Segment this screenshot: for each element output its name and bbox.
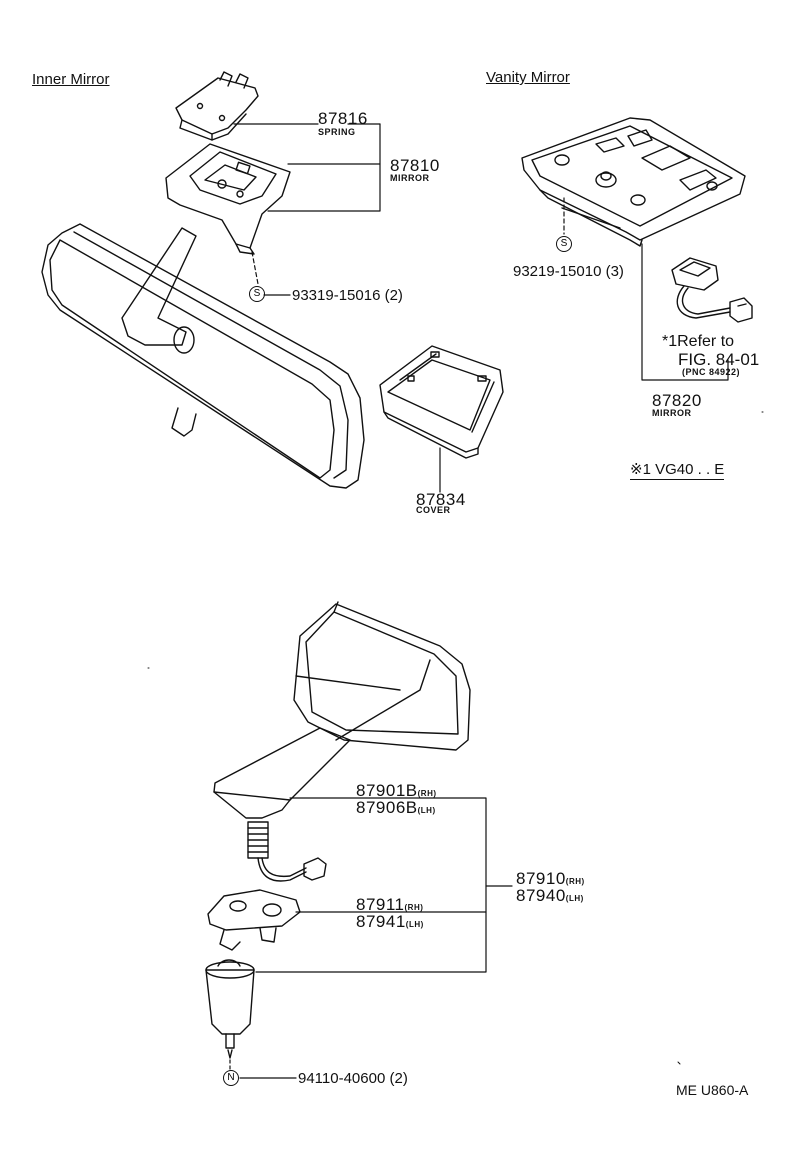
- vanity-harness-drawing: [671, 257, 753, 323]
- s-symbol-93219: S: [556, 236, 572, 252]
- part-number-93219-value: 93219-15010: [513, 263, 602, 280]
- part-side-87901B: (RH): [417, 789, 437, 798]
- part-number-87810: 87810: [390, 156, 440, 175]
- mirror-stem-drawing: [121, 227, 197, 346]
- arm-underside-drawing: [213, 791, 291, 801]
- part-number-94110: 94110-40600 (2): [298, 1071, 408, 1086]
- specks: [147, 411, 764, 1065]
- part-number-87941-value: 87941: [356, 912, 406, 931]
- part-number-94110-value: 94110-40600: [298, 1070, 386, 1087]
- part-name-spring: SPRING: [318, 127, 356, 137]
- variant-footnote: ※1 VG40 . . E: [630, 461, 725, 480]
- part-number-87911: 87911(RH): [356, 896, 423, 913]
- part-number-87910: 87910(RH): [516, 870, 585, 887]
- part-number-93219: 93219-15010 (3): [513, 264, 624, 279]
- part-number-87820: 87820: [652, 391, 702, 410]
- figure-code: ME U860-A: [676, 1082, 749, 1098]
- vanity-mirror-drawing: [521, 117, 746, 247]
- outer-mirror-drawing: [293, 601, 471, 751]
- part-number-87901B-value: 87901B: [356, 781, 418, 800]
- part-number-87940: 87940(LH): [516, 887, 584, 904]
- part-number-87906B-value: 87906B: [356, 798, 418, 817]
- part-qty-94110: (2): [389, 1070, 408, 1087]
- refer-note-line2: FIG. 84-01: [678, 350, 760, 369]
- part-number-87901B: 87901B(RH): [356, 782, 437, 799]
- part-number-87911-value: 87911: [356, 895, 405, 914]
- part-number-87906B: 87906B(LH): [356, 799, 436, 816]
- part-number-87941: 87941(LH): [356, 913, 424, 930]
- base-plate-drawing: [207, 889, 301, 951]
- part-name-mirror-87810: MIRROR: [390, 173, 430, 183]
- part-name-mirror-87820: MIRROR: [652, 408, 692, 418]
- part-name-cover: COVER: [416, 505, 451, 515]
- stem-ball-drawing: [173, 326, 195, 354]
- part-number-87940-value: 87940: [516, 886, 566, 905]
- part-qty-93219: (3): [605, 263, 624, 280]
- part-number-93319: 93319-15016 (2): [292, 288, 403, 303]
- n-symbol-94110: N: [223, 1070, 239, 1086]
- mirror-mount-drawing: [165, 143, 291, 255]
- rear-view-mirror-drawing: [41, 223, 365, 489]
- s-symbol-93319: S: [249, 286, 265, 302]
- part-side-87910: (RH): [565, 877, 585, 886]
- refer-note-line1: *1Refer to: [662, 333, 735, 350]
- part-number-93319-value: 93319-15016: [292, 287, 381, 304]
- leader-lines-outer: [229, 797, 513, 1079]
- part-side-87906B: (LH): [417, 806, 436, 815]
- spring-clip-drawing: [175, 71, 259, 141]
- refer-note-line3: (PNC 84922): [682, 367, 741, 377]
- part-side-87941: (LH): [405, 920, 424, 929]
- part-number-87816: 87816: [318, 109, 368, 128]
- motor-drawing: [205, 959, 255, 1059]
- vanity-mirror-title: Vanity Mirror: [486, 69, 570, 86]
- part-number-87834: 87834: [416, 490, 466, 509]
- harness-spring-drawing: [247, 821, 327, 882]
- cover-drawing: [379, 345, 504, 459]
- mirror-arm-drawing: [213, 727, 351, 819]
- leader-lines-vanity: [563, 197, 729, 381]
- part-side-87940: (LH): [565, 894, 584, 903]
- part-number-87910-value: 87910: [516, 869, 566, 888]
- leader-lines-inner: [233, 123, 441, 493]
- part-qty-93319: (2): [384, 287, 403, 304]
- inner-mirror-title: Inner Mirror: [32, 71, 110, 88]
- part-side-87911: (RH): [404, 903, 424, 912]
